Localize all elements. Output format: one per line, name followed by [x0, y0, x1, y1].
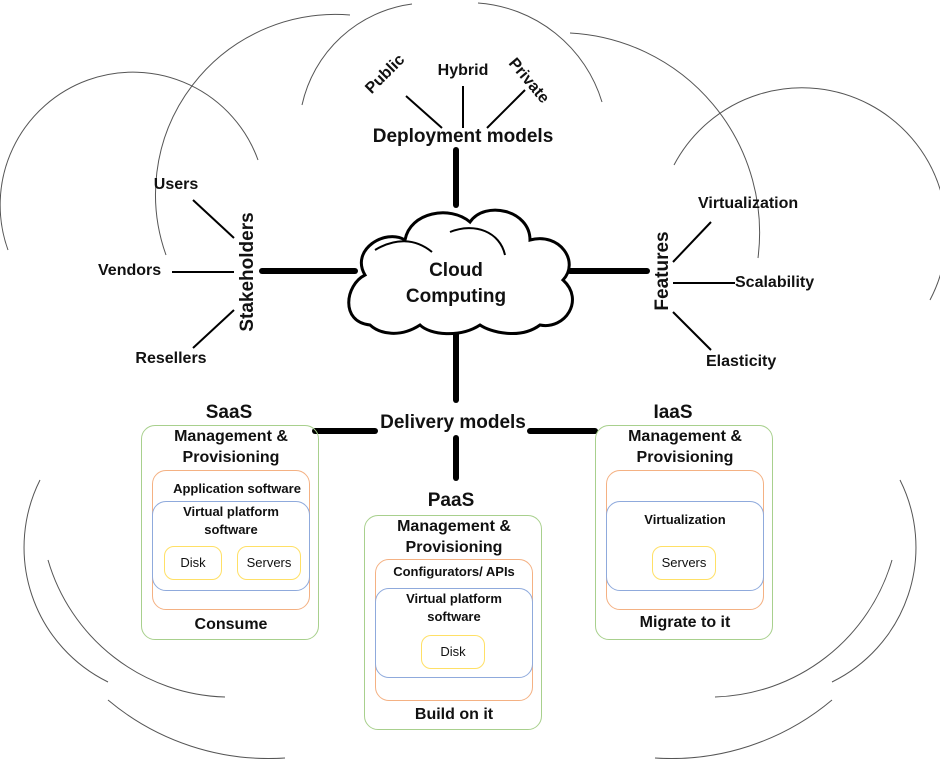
bg-arc	[301, 3, 413, 106]
bg-arc	[47, 559, 226, 698]
iaas-mgmt-line1: Management &	[628, 428, 742, 445]
cloud-detail	[374, 240, 433, 253]
branch-public	[405, 95, 443, 129]
iaas-title: IaaS	[653, 402, 693, 423]
bg-arc	[155, 13, 351, 256]
saas-layer-label: Application software	[173, 481, 301, 496]
saas-disk-label: Disk	[180, 555, 206, 570]
delivery-models-title: Delivery models	[380, 412, 526, 433]
bg-arc	[569, 32, 761, 259]
paas-box: Management & Provisioning Configurators/…	[364, 515, 542, 730]
saas-platform-line2: software	[204, 522, 258, 537]
saas-mgmt-line2: Provisioning	[182, 449, 280, 466]
bg-arc	[107, 699, 286, 759]
bg-arc	[714, 559, 893, 698]
saas-footer: Consume	[194, 616, 268, 633]
paas-mgmt-line1: Management &	[397, 518, 511, 535]
iaas-mgmt-line2: Provisioning	[636, 449, 734, 466]
stakeholder-vendors: Vendors	[98, 262, 162, 279]
saas-servers-label: Servers	[246, 555, 292, 570]
saas-platform-line1: Virtual platform	[183, 504, 279, 519]
saas-mgmt-line1: Management &	[174, 428, 288, 445]
saas-platform-layer: Virtual platform software Disk Servers	[152, 501, 310, 591]
iaas-virtualization-layer: Virtualization Servers	[606, 501, 764, 591]
paas-disk: Disk	[421, 635, 485, 669]
iaas-servers: Servers	[652, 546, 716, 580]
feature-elasticity: Elasticity	[706, 353, 777, 370]
paas-platform-line1: Virtual platform	[406, 591, 502, 606]
feature-virtualization: Virtualization	[698, 195, 799, 212]
branch-resellers	[192, 309, 235, 349]
paas-platform-layer: Virtual platform software Disk	[375, 588, 533, 678]
saas-title: SaaS	[205, 402, 253, 423]
iaas-box: Management & Provisioning Virtualization…	[595, 425, 773, 640]
paas-footer: Build on it	[414, 706, 494, 723]
branch-private	[486, 89, 526, 129]
saas-disk: Disk	[164, 546, 222, 580]
center-title-line2: Computing	[405, 286, 507, 307]
bg-arc	[477, 2, 603, 103]
deployment-hybrid: Hybrid	[437, 62, 489, 79]
branch-users	[192, 199, 235, 239]
bg-arc	[23, 479, 109, 683]
saas-app-layer: Application software Virtual platform so…	[152, 470, 310, 610]
center-title-line1: Cloud	[429, 260, 483, 281]
iaas-outer-layer: Virtualization Servers	[606, 470, 764, 610]
stakeholder-resellers: Resellers	[135, 350, 207, 367]
feature-scalability: Scalability	[735, 274, 815, 291]
stakeholder-users: Users	[153, 176, 199, 193]
paas-layer-label: Configurators/ APIs	[393, 564, 515, 579]
iaas-platform-line1: Virtualization	[644, 512, 726, 527]
paas-disk-label: Disk	[440, 644, 466, 659]
saas-servers: Servers	[237, 546, 301, 580]
paas-mgmt-line2: Provisioning	[405, 539, 503, 556]
stakeholders-title: Stakeholders	[237, 212, 258, 332]
bg-arc	[673, 87, 940, 301]
saas-box: Management & Provisioning Application so…	[141, 425, 319, 640]
branch-elasticity	[672, 311, 712, 351]
paas-config-layer: Configurators/ APIs Virtual platform sof…	[375, 559, 533, 701]
deployment-models-title: Deployment models	[372, 126, 554, 147]
iaas-servers-label: Servers	[661, 555, 707, 570]
paas-platform-line2: software	[427, 609, 481, 624]
iaas-footer: Migrate to it	[639, 614, 731, 631]
branch-virtualization	[672, 221, 712, 263]
cloud-detail	[449, 227, 506, 256]
bg-arc	[654, 699, 833, 759]
paas-title: PaaS	[427, 490, 475, 511]
bg-arc	[0, 71, 259, 251]
features-title: Features	[652, 231, 673, 311]
bg-arc	[831, 479, 917, 683]
